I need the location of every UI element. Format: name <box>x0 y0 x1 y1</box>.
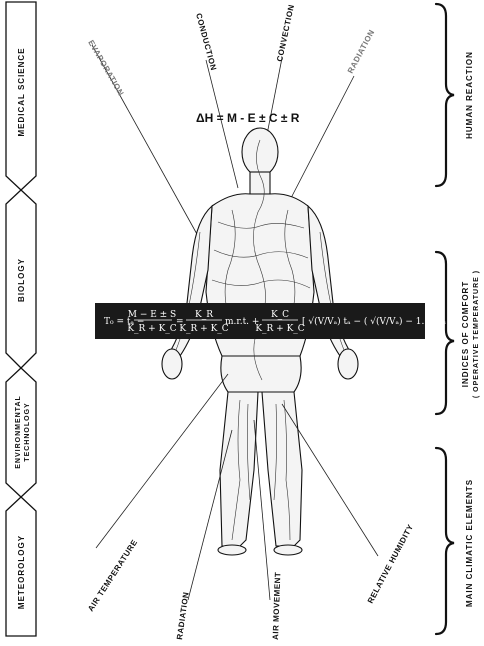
eq-frac3-num: K_C <box>271 310 289 320</box>
eq-frac2-den: K_R + K_C <box>179 324 228 334</box>
eq-frac1-num: M − E ± S <box>128 310 176 320</box>
ray-radiation-top <box>290 76 354 200</box>
eq-bracket-term: [ √(V/Vₐ) tₐ − ( √(V/Vₐ) − 1.0 ) tₛ ] <box>302 316 452 327</box>
ray-label-conduction: CONDUCTION <box>194 12 218 72</box>
eq-frac3-den: K_R + K_C <box>255 324 304 334</box>
brace-indices-of-comfort <box>436 252 454 414</box>
label-indices-of-comfort-line2: ( OPERATIVE TEMPERATURE ) <box>473 270 480 398</box>
label-main-climatic-elements: MAIN CLIMATIC ELEMENTS <box>465 479 474 607</box>
discipline-biology: BIOLOGY <box>17 258 26 302</box>
brace-main-climatic-elements <box>436 448 454 634</box>
figure-foot-left <box>218 545 246 555</box>
ray-label-evaporation: EVAPORATION <box>86 39 125 98</box>
left-discipline-column: MEDICAL SCIENCE BIOLOGY ENVIRONMENTAL TE… <box>6 2 36 636</box>
discipline-meteorology: METEOROLOGY <box>17 535 26 609</box>
ray-label-relative-humidity: RELATIVE HUMIDITY <box>366 523 416 605</box>
figure-foot-right <box>274 545 302 555</box>
brace-human-reaction <box>436 4 454 186</box>
eq-frac2-num: K_R <box>195 310 213 320</box>
eq-frac1-den: K_R + K_C <box>127 324 176 334</box>
ray-label-radiation-bottom: RADIATION <box>175 591 191 640</box>
figure-leg-right <box>262 392 302 546</box>
heat-balance-equation: ΔH = M - E ± C ± R <box>196 111 300 125</box>
discipline-environmental-technology-line1: ENVIRONMENTAL <box>15 395 22 469</box>
operative-temperature-band: T₀ = tₐ − M − E ± S K_R + K_C = K_R K_R … <box>95 303 452 339</box>
label-indices-of-comfort-line1: INDICES OF COMFORT <box>461 281 470 387</box>
figure-hand-right <box>338 349 358 379</box>
discipline-environmental-technology-line2: TECHNOLOGY <box>24 402 31 461</box>
figure-pelvis <box>221 356 301 392</box>
ray-label-convection: CONVECTION <box>275 3 296 62</box>
ray-label-air-movement: AIR MOVEMENT <box>271 572 282 641</box>
discipline-medical-science: MEDICAL SCIENCE <box>17 47 26 136</box>
figure-hand-left <box>162 349 182 379</box>
label-human-reaction: HUMAN REACTION <box>465 51 474 139</box>
ray-label-radiation-top: RADIATION <box>346 28 377 75</box>
eq-mrt-term: m.r.t. + <box>225 317 259 327</box>
ray-label-air-temperature: AIR TEMPERATURE <box>86 538 139 613</box>
figure-head <box>242 128 278 176</box>
